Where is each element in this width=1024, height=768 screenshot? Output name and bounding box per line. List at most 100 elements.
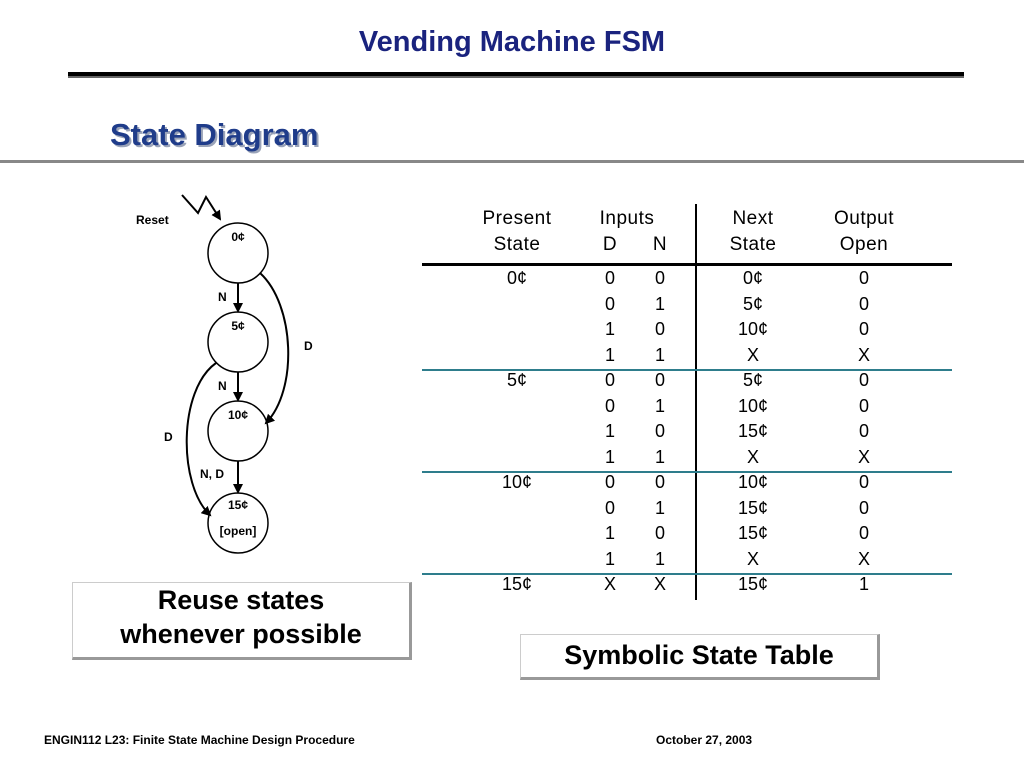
edge-0-to-10	[259, 272, 290, 425]
table-cell-d: 1	[604, 446, 615, 467]
table-cell-d: 0	[604, 395, 615, 416]
header-input-d: D	[602, 234, 618, 255]
table-row: 0 1 5¢ 0	[422, 294, 952, 320]
table-cell-d: 0	[604, 293, 615, 314]
table-cell-d: 1	[604, 319, 615, 339]
table-cell-n: 0	[654, 370, 665, 390]
table-cell-open: X	[857, 548, 870, 569]
table-cell-ps: 5¢	[506, 370, 528, 390]
state-15-label: 15¢	[228, 498, 248, 512]
table-cell-n: 0	[654, 319, 665, 339]
table-cell-n: 0	[654, 421, 665, 441]
table-cell-n: X	[653, 574, 666, 594]
table-row: 1 1 X X	[422, 549, 952, 575]
table-row: 10¢ 0 0 10¢ 0	[422, 472, 952, 498]
table-cell-ns: X	[746, 548, 759, 569]
table-cell-n: 0	[654, 472, 665, 492]
title-rule	[68, 72, 964, 78]
table-cell-open: 0	[858, 395, 869, 416]
table-cell-ns: 15¢	[737, 574, 769, 594]
table-cell-n: 0	[654, 268, 665, 288]
table-cell-d: 0	[604, 268, 615, 288]
table-cell-d: X	[603, 574, 616, 594]
slide-title: Vending Machine FSM	[358, 26, 666, 58]
table-cell-open: 0	[858, 293, 869, 314]
table-cell-open: X	[857, 344, 870, 365]
table-cell-d: 0	[604, 370, 615, 390]
state-5-label: 5¢	[231, 319, 245, 333]
table-cell-ps: 15¢	[501, 574, 533, 594]
table-column-divider	[695, 204, 697, 600]
table-row: 1 1 X X	[422, 345, 952, 371]
reset-arrow	[181, 194, 222, 221]
table-cell-open: 0	[858, 370, 869, 390]
table-cell-ps: 10¢	[501, 472, 533, 492]
table-cell-open: 0	[858, 421, 869, 441]
table-cell-n: 1	[654, 446, 665, 467]
header-inputs: Inputs	[599, 208, 655, 229]
reuse-states-callout: Reuse states whenever possible	[72, 582, 412, 660]
table-cell-open: 0	[858, 523, 869, 543]
edge-label-d-left: D	[164, 430, 173, 444]
table-cell-d: 1	[604, 523, 615, 543]
table-cell-ns: X	[746, 446, 759, 467]
state-10-label: 10¢	[228, 408, 248, 422]
header-present: Present	[482, 208, 552, 229]
table-cell-open: X	[857, 446, 870, 467]
table-cell-ns: 15¢	[737, 497, 769, 518]
state-diagram: Reset 0¢ 5¢ 10¢ 15¢ [open] N N N, D D D	[136, 194, 313, 554]
table-cell-n: 1	[654, 344, 665, 365]
table-cell-d: 0	[604, 497, 615, 518]
table-header-rule	[422, 263, 952, 266]
header-next-state: State	[729, 234, 777, 255]
table-cell-ns: 10¢	[737, 472, 769, 492]
section-subtitle: State Diagram	[110, 117, 319, 152]
table-group-rule	[422, 573, 952, 575]
footer-date: October 27, 2003	[656, 733, 753, 747]
table-cell-d: 1	[604, 548, 615, 569]
symbolic-state-table: Present State Inputs D N Next State Outp…	[422, 204, 952, 604]
table-cell-ns: X	[746, 344, 759, 365]
header-next: Next	[732, 208, 774, 229]
table-cell-d: 0	[604, 472, 615, 492]
table-row: 1 1 X X	[422, 447, 952, 473]
header-input-n: N	[652, 234, 668, 255]
edge-label-n2: N	[218, 379, 227, 393]
table-cell-open: 0	[858, 319, 869, 339]
table-cell-ps: 0¢	[506, 268, 528, 288]
table-cell-ns: 5¢	[742, 293, 764, 314]
table-cell-open: 0	[858, 268, 869, 288]
state-0-label: 0¢	[231, 230, 245, 244]
table-cell-ns: 10¢	[737, 395, 769, 416]
reuse-line-1: Reuse states	[157, 585, 325, 615]
table-cell-open: 0	[858, 472, 869, 492]
table-cell-n: 1	[654, 293, 665, 314]
table-cell-n: 0	[654, 523, 665, 543]
edge-label-nd: N, D	[200, 467, 224, 481]
table-cell-d: 1	[604, 344, 615, 365]
reuse-line-2: whenever possible	[120, 619, 362, 649]
table-cell-d: 1	[604, 421, 615, 441]
edge-label-d-right: D	[304, 339, 313, 353]
state-15-open-label: [open]	[220, 524, 257, 538]
table-cell-n: 1	[654, 395, 665, 416]
table-cell-ns: 15¢	[737, 421, 769, 441]
header-output-open: Open	[839, 234, 889, 255]
edge-label-n1: N	[218, 290, 227, 304]
table-row: 0 1 10¢ 0	[422, 396, 952, 422]
table-row: 1 0 15¢ 0	[422, 421, 952, 447]
table-group-rule	[422, 369, 952, 371]
table-cell-n: 1	[654, 548, 665, 569]
subtitle-rule	[0, 160, 1024, 163]
header-output: Output	[833, 208, 895, 229]
table-cell-open: 1	[858, 574, 869, 594]
symbolic-state-table-caption: Symbolic State Table	[520, 634, 880, 680]
edge-5-to-15	[185, 362, 217, 517]
table-cell-n: 1	[654, 497, 665, 518]
reset-label: Reset	[136, 213, 169, 227]
